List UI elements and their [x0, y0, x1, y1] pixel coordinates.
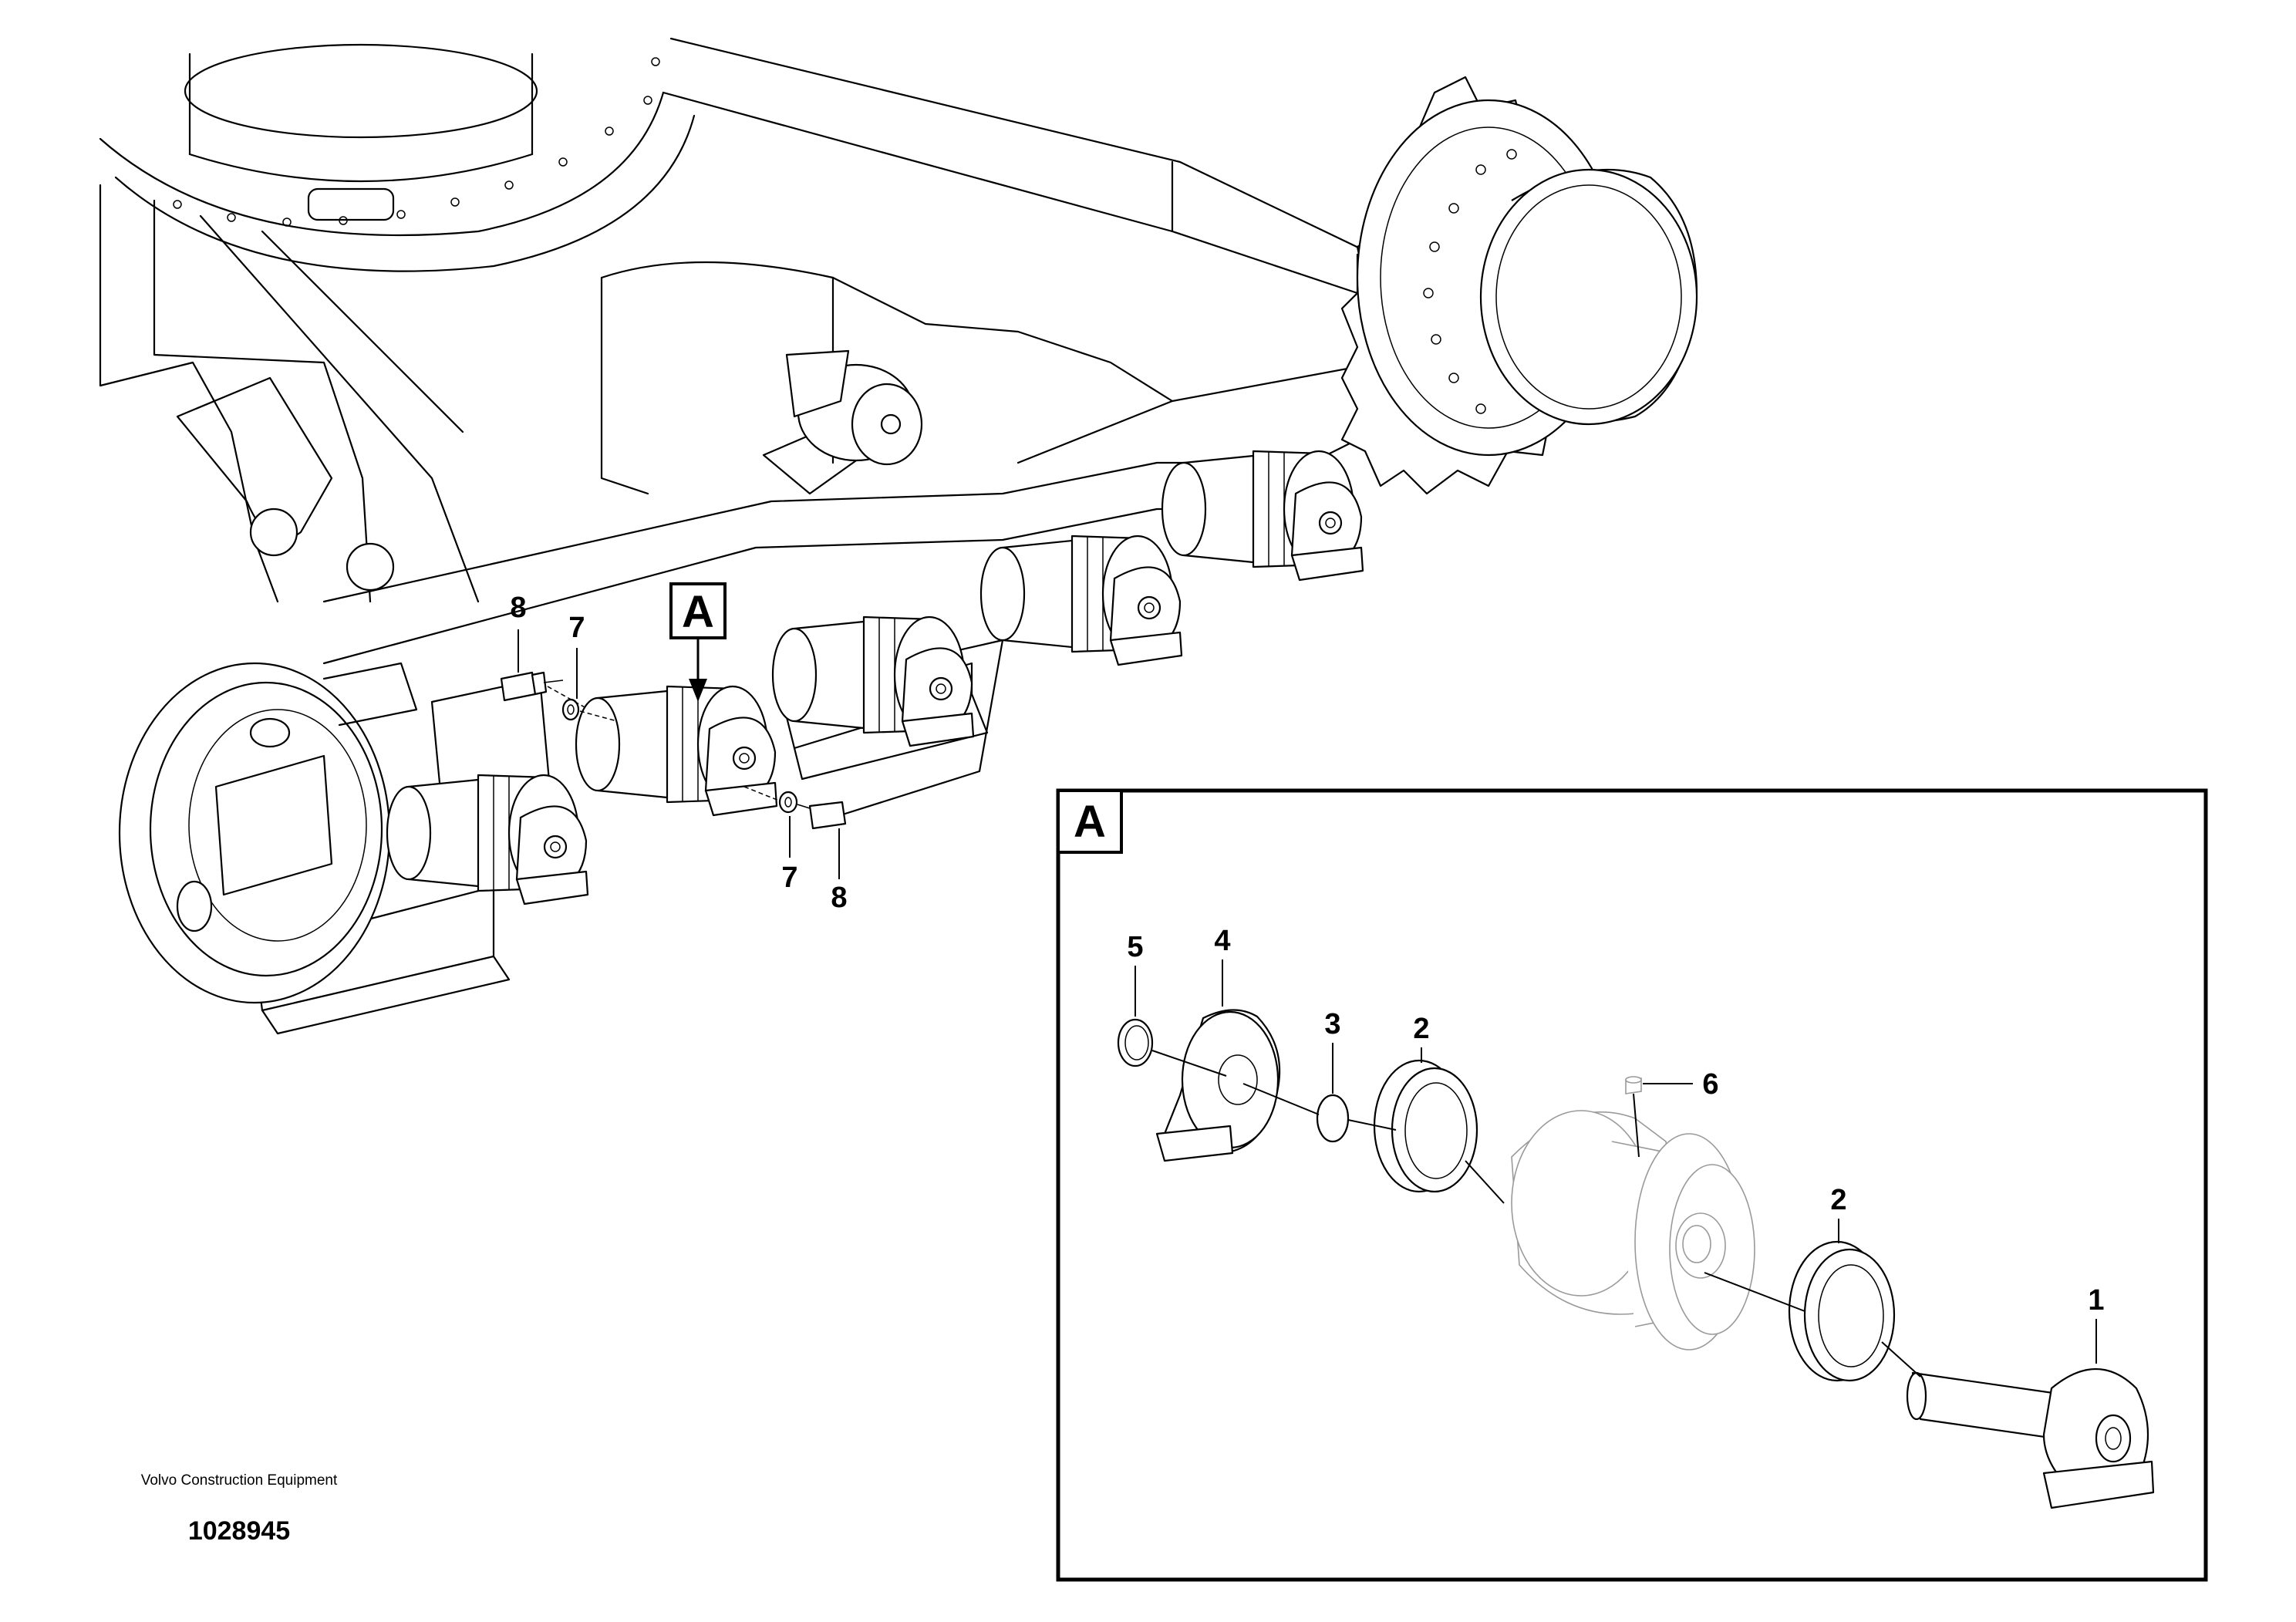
o-ring-3 [1316, 1094, 1350, 1143]
detail-view-label: A [1074, 797, 1106, 847]
callout-5: 5 [1127, 931, 1143, 963]
callout-7-bottom: 7 [781, 862, 797, 894]
callout-2-left: 2 [1413, 1013, 1429, 1045]
track-roller [575, 685, 778, 817]
seal-2-right [1788, 1240, 1896, 1382]
shaft-1 [1906, 1367, 2155, 1509]
assembly-axis [1151, 1050, 1921, 1378]
track-roller [771, 615, 975, 747]
callout-2-right: 2 [1830, 1184, 1846, 1216]
view-a-label: A [682, 587, 714, 637]
track-roller [386, 774, 589, 905]
sprocket [1340, 76, 1698, 495]
idler-wheel [118, 662, 418, 1004]
callout-7-top: 7 [568, 612, 585, 644]
retaining-ring-5 [1117, 1018, 1154, 1067]
overview-callouts: 8 7 7 8 [510, 592, 847, 914]
callout-8-bottom: 8 [831, 882, 847, 914]
callout-8-top: 8 [510, 592, 526, 624]
track-roller [1161, 450, 1364, 582]
detail-view-a: A [1056, 788, 2208, 1582]
callout-4: 4 [1214, 925, 1230, 957]
view-a-marker: A [669, 582, 727, 702]
document-number: 1028945 [187, 1516, 291, 1546]
seal-2-left [1373, 1059, 1478, 1193]
hub-bolt-holes [1423, 149, 1517, 414]
end-cover-4 [1155, 1009, 1281, 1162]
bolt-8-left [500, 671, 537, 702]
callout-1: 1 [2088, 1284, 2104, 1317]
bolt-8-right [808, 801, 847, 830]
roller-body-ghost [1511, 1110, 1755, 1351]
track-roller [979, 534, 1183, 666]
manufacturer-name: Volvo Construction Equipment [140, 1472, 338, 1489]
washer-7-right [778, 791, 798, 814]
slew-ring-bolt-holes [173, 57, 660, 227]
detail-callouts: 5 4 3 2 6 2 1 [1127, 925, 2105, 1364]
left-fastener-set [500, 671, 618, 722]
callout-3: 3 [1324, 1008, 1340, 1040]
callout-6: 6 [1702, 1068, 1718, 1101]
plug-6 [1625, 1076, 1642, 1094]
right-fastener-set [743, 786, 847, 830]
